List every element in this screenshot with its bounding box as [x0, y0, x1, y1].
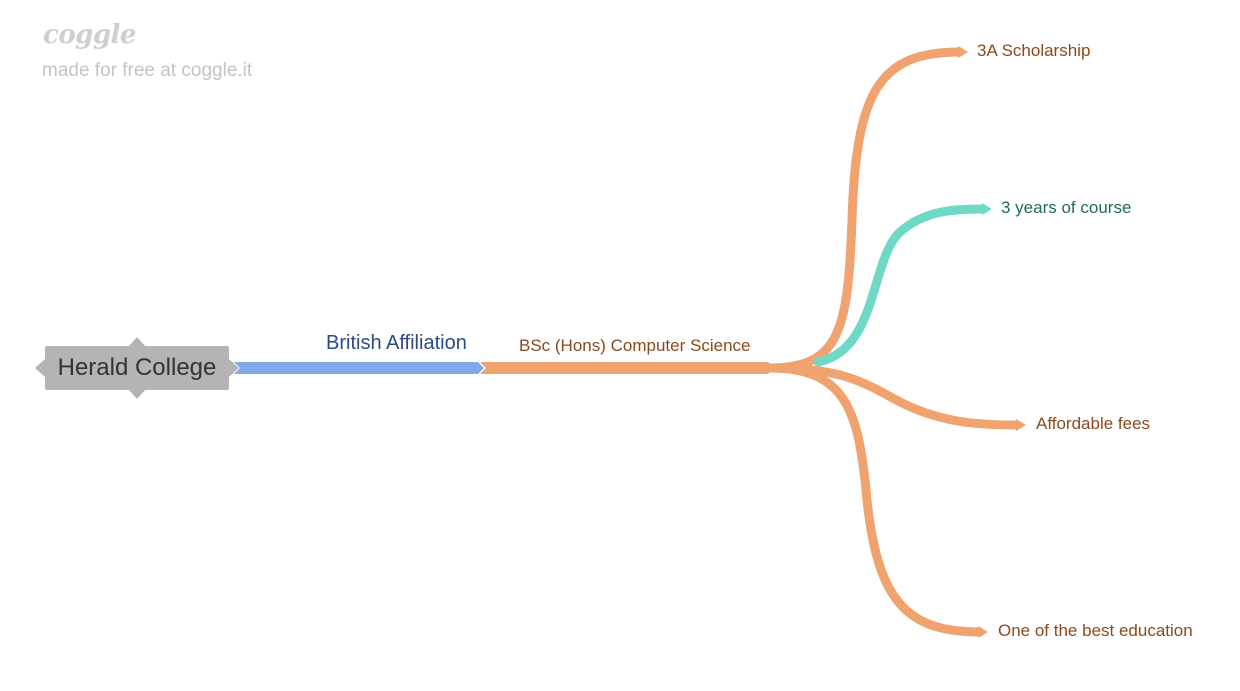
root-node-top-notch — [128, 337, 146, 347]
coggle-tagline: made for free at coggle.it — [42, 60, 253, 81]
branch-one-of-the-best-education-arrow — [978, 626, 988, 638]
branch-affordable-fees-arrow — [1016, 419, 1026, 431]
leaf-3a-scholarship-label[interactable]: 3A Scholarship — [977, 41, 1091, 60]
root-node-label: Herald College — [57, 354, 217, 381]
root-node-bottom-notch — [128, 389, 146, 399]
node-bsc-computer-science-label[interactable]: BSc (Hons) Computer Science — [519, 336, 751, 355]
coggle-watermark: coggle made for free at coggle.it — [42, 20, 252, 82]
branch-3-years-of-course[interactable] — [813, 204, 989, 367]
branch-british-affiliation[interactable] — [234, 362, 484, 374]
branch-bsc-computer-science[interactable] — [480, 362, 774, 374]
leaf-one-of-the-best-education-label[interactable]: One of the best education — [998, 621, 1193, 640]
leaf-3-years-of-course-label[interactable]: 3 years of course — [1001, 198, 1132, 217]
branch-one-of-the-best-education[interactable] — [765, 363, 985, 637]
root-node[interactable] — [35, 337, 239, 399]
branch-affordable-fees[interactable] — [765, 363, 1021, 430]
root-node-box — [45, 346, 229, 390]
branch-3-years-of-course-arrow — [982, 203, 992, 215]
root-node-left-notch — [35, 359, 45, 377]
root-node-right-notch — [229, 359, 239, 377]
branch-3a-scholarship-arrow — [958, 46, 968, 58]
node-british-affiliation-label[interactable]: British Affiliation — [326, 332, 467, 354]
branch-3a-scholarship[interactable] — [765, 47, 965, 373]
coggle-logo: coggle — [43, 20, 136, 50]
leaf-affordable-fees-label[interactable]: Affordable fees — [1036, 414, 1151, 433]
